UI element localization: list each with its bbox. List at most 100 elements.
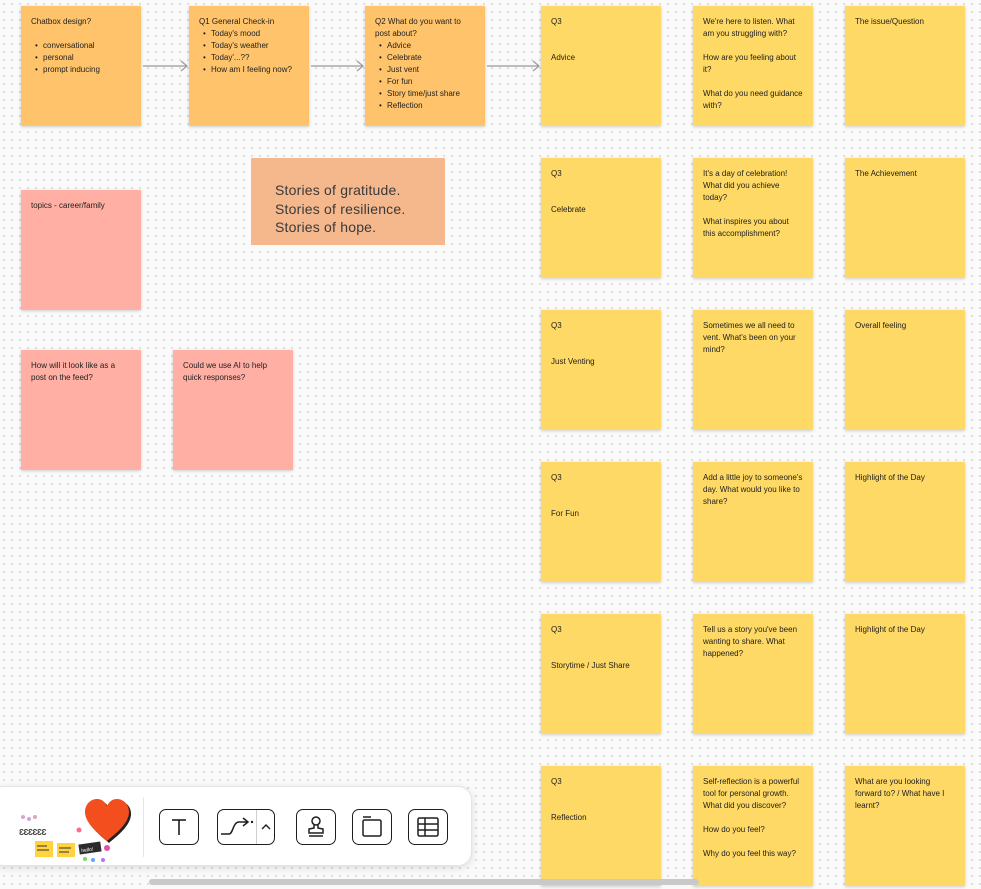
sticky-q3-prompt[interactable]: Self-reflection is a powerful tool for p…: [693, 766, 813, 886]
stories-text-box[interactable]: Stories of gratitude. Stories of resilie…: [251, 158, 445, 245]
list-item: Story time/just share: [375, 88, 475, 100]
sticky-q3-focus[interactable]: Overall feeling: [845, 310, 965, 430]
sticky-q3-prompt[interactable]: Sometimes we all need to vent. What's be…: [693, 310, 813, 430]
prompt-text: We're here to listen. What am you strugg…: [703, 17, 795, 38]
sticky-label: Q3: [551, 625, 562, 634]
sticky-label: Q3: [551, 169, 562, 178]
heart-sticker-icon: [85, 799, 131, 843]
stamp-tool-button[interactable]: [296, 809, 336, 845]
section-icon: [362, 816, 382, 837]
sticky-category: Reflection: [551, 813, 587, 822]
sticky-q3-prompt[interactable]: We're here to listen. What am you strugg…: [693, 6, 813, 126]
sticky-label: Q3: [551, 777, 562, 786]
spacer: [703, 204, 803, 216]
sticky-q2-post-about[interactable]: Q2 What do you want to post about? Advic…: [365, 6, 485, 126]
list-item: conversational: [31, 40, 131, 52]
sticky-list: Advice Celebrate Just vent For fun Story…: [375, 40, 475, 112]
focus-text: Overall feeling: [855, 321, 907, 330]
section-tool-button[interactable]: [352, 809, 392, 845]
spacer: [551, 40, 651, 52]
focus-text: The Achievement: [855, 169, 917, 178]
sticky-category: Celebrate: [551, 205, 586, 214]
prompt-text: Tell us a story you've been wanting to s…: [703, 625, 798, 658]
connector-tool-button[interactable]: [217, 809, 275, 845]
sticky-feed-question[interactable]: How will it look like as a post on the f…: [21, 350, 141, 470]
sticky-category: For Fun: [551, 509, 580, 518]
list-item: For fun: [375, 76, 475, 88]
spacer: [551, 648, 651, 660]
sticky-text: Could we use AI to help quick responses?: [183, 361, 268, 382]
list-item: Just vent: [375, 64, 475, 76]
spacer: [703, 40, 803, 52]
list-item: prompt inducing: [31, 64, 131, 76]
spacer: [551, 180, 651, 192]
stickers-drawer[interactable]: ƐƐƐƐƐƐ hello!: [11, 799, 131, 863]
spacer: [551, 800, 651, 812]
list-item: personal: [31, 52, 131, 64]
sticky-title: Q2 What do you want to post about?: [375, 17, 461, 38]
focus-text: Highlight of the Day: [855, 625, 925, 634]
sticky-q3-prompt[interactable]: It's a day of celebration! What did you …: [693, 158, 813, 278]
spacer: [551, 484, 651, 496]
stories-line: Stories of resilience.: [275, 200, 406, 217]
sticky-title: Q1 General Check-in: [199, 17, 275, 26]
sticky-q3-focus[interactable]: The Achievement: [845, 158, 965, 278]
sticky-topics[interactable]: topics - career/family: [21, 190, 141, 310]
sticky-text: How will it look like as a post on the f…: [31, 361, 116, 382]
sticky-chatbox-design[interactable]: Chatbox design? conversational personal …: [21, 6, 141, 126]
table-icon: [417, 817, 439, 837]
list-item: Today's mood: [199, 28, 299, 40]
sticky-q1-check-in[interactable]: Q1 General Check-in Today's mood Today's…: [189, 6, 309, 126]
svg-text:hello!: hello!: [81, 847, 94, 855]
connector-arrow[interactable]: [141, 58, 191, 74]
prompt-text: Self-reflection is a powerful tool for p…: [703, 777, 800, 810]
sticky-q3-focus[interactable]: Highlight of the Day: [845, 614, 965, 734]
focus-text: Highlight of the Day: [855, 473, 925, 482]
horizontal-scrollbar[interactable]: [149, 879, 699, 885]
toolbar-divider: [143, 797, 144, 857]
list-item: Celebrate: [375, 52, 475, 64]
sticky-list: conversational personal prompt inducing: [31, 40, 131, 76]
sticky-title: Chatbox design?: [31, 17, 92, 26]
prompt-text: How are you feeling about it?: [703, 53, 796, 74]
spacer: [551, 192, 651, 204]
sticky-q3-prompt[interactable]: Tell us a story you've been wanting to s…: [693, 614, 813, 734]
sticky-label: Q3: [551, 321, 562, 330]
sticky-label: Q3: [551, 17, 562, 26]
text-tool-button[interactable]: [159, 809, 199, 845]
sticky-q3-focus[interactable]: What are you looking forward to? / What …: [845, 766, 965, 886]
sticky-list: Today's mood Today's weather Today'...??…: [199, 28, 299, 76]
stamp-icon: [308, 816, 324, 837]
sticky-q3-focus[interactable]: The issue/Question: [845, 6, 965, 126]
table-tool-button[interactable]: [408, 809, 448, 845]
spacer: [551, 788, 651, 800]
connector-arrow[interactable]: [485, 58, 543, 74]
list-item: How am I feeling now?: [199, 64, 299, 76]
list-item: Today'...??: [199, 52, 299, 64]
sticky-ai-question[interactable]: Could we use AI to help quick responses?: [173, 350, 293, 470]
sticky-q3-prompt[interactable]: Add a little joy to someone's day. What …: [693, 462, 813, 582]
spacer: [551, 496, 651, 508]
spacer: [703, 836, 803, 848]
prompt-text: Add a little joy to someone's day. What …: [703, 473, 803, 506]
sticky-category: Just Venting: [551, 357, 595, 366]
svg-text:ƐƐƐƐƐƐ: ƐƐƐƐƐƐ: [19, 828, 47, 837]
connector-icon: [221, 817, 254, 835]
list-item: Advice: [375, 40, 475, 52]
sticky-q3-focus[interactable]: Highlight of the Day: [845, 462, 965, 582]
spacer: [551, 636, 651, 648]
spacer: [703, 812, 803, 824]
prompt-text: What inspires you about this accomplishm…: [703, 217, 789, 238]
spacer: [551, 332, 651, 344]
list-item: Today's weather: [199, 40, 299, 52]
text-icon: [172, 819, 186, 835]
connector-arrow[interactable]: [309, 58, 367, 74]
spacer: [551, 344, 651, 356]
more-connectors-button[interactable]: [256, 810, 274, 844]
